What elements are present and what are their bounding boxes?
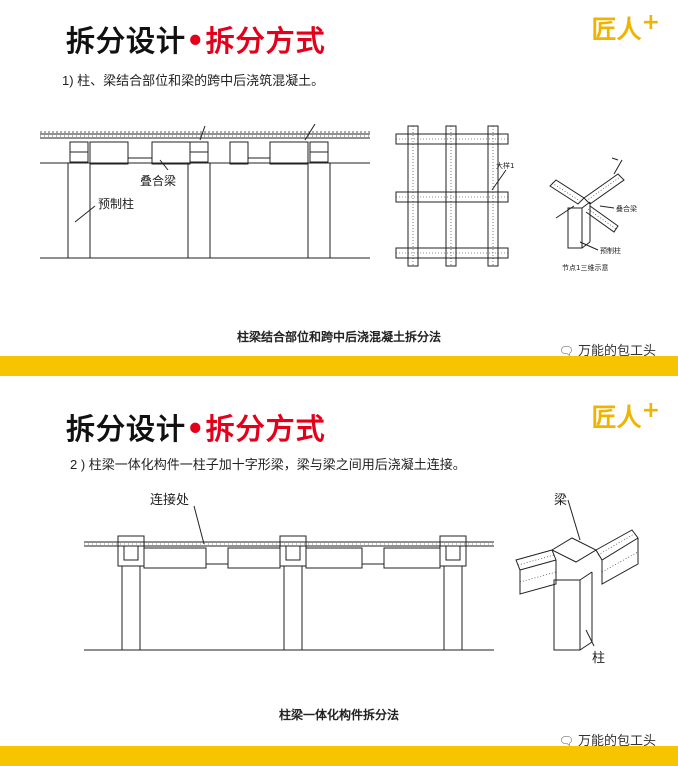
label-beam: 叠合梁 (140, 173, 176, 188)
wechat-icon-2: 🗨 (558, 734, 574, 748)
brand-logo: 匠人+ (591, 10, 660, 44)
slide-2-bottom-bar (0, 746, 678, 766)
slide-1-subtitle: 1) 柱、梁结合部位和梁的跨中后浇筑混凝土。 (62, 73, 325, 88)
slide-2-title: 拆分设计•拆分方式 (66, 412, 326, 446)
slide-1-caption: 柱梁结合部位和跨中后浇混凝土拆分法 (236, 330, 441, 344)
label-node-column: 预制柱 (600, 246, 621, 255)
slide-1-title: 拆分设计•拆分方式 (66, 24, 326, 58)
rebar-grid-drawing: 大样1 (395, 125, 514, 267)
label-node-beam: 叠合梁 (616, 204, 637, 213)
slide-2: 拆分设计•拆分方式 匠人+ 2 ) 柱梁一体化构件一柱子加十字形梁，梁与梁之间用… (0, 390, 678, 766)
label-column: 预制柱 (98, 196, 134, 211)
slide-1-bottom-bar (0, 356, 678, 376)
label-joint: 连接处 (150, 492, 189, 508)
node-3d-drawing: 叠合梁 预制柱 节点1三维示意 (549, 157, 637, 272)
brand-logo-2: 匠人+ (591, 398, 660, 432)
slide-2-watermark: 🗨万能的包工头 (558, 734, 656, 749)
slide-2-subtitle: 2 ) 柱梁一体化构件一柱子加十字形梁，梁与梁之间用后浇凝土连接。 (70, 457, 466, 472)
label-beam-2: 梁 (554, 493, 567, 508)
column-beam-3d-drawing: 梁 柱 (515, 493, 639, 666)
wechat-icon: 🗨 (558, 344, 574, 358)
label-big-beam: 大样1 (496, 161, 514, 170)
slide-1: 拆分设计•拆分方式 匠人+ 1) 柱、梁结合部位和梁的跨中后浇筑混凝土。 (0, 0, 678, 376)
label-node-caption: 节点1三维示意 (562, 263, 608, 272)
label-column-2: 柱 (592, 651, 605, 666)
slide-1-watermark: 🗨万能的包工头 (558, 344, 656, 359)
slide-gap (0, 376, 678, 390)
elevation-drawing-2: 连接处 (84, 492, 494, 651)
elevation-drawing-1: 叠合梁 预制柱 (40, 123, 370, 259)
slide-2-caption: 柱梁一体化构件拆分法 (278, 708, 399, 722)
